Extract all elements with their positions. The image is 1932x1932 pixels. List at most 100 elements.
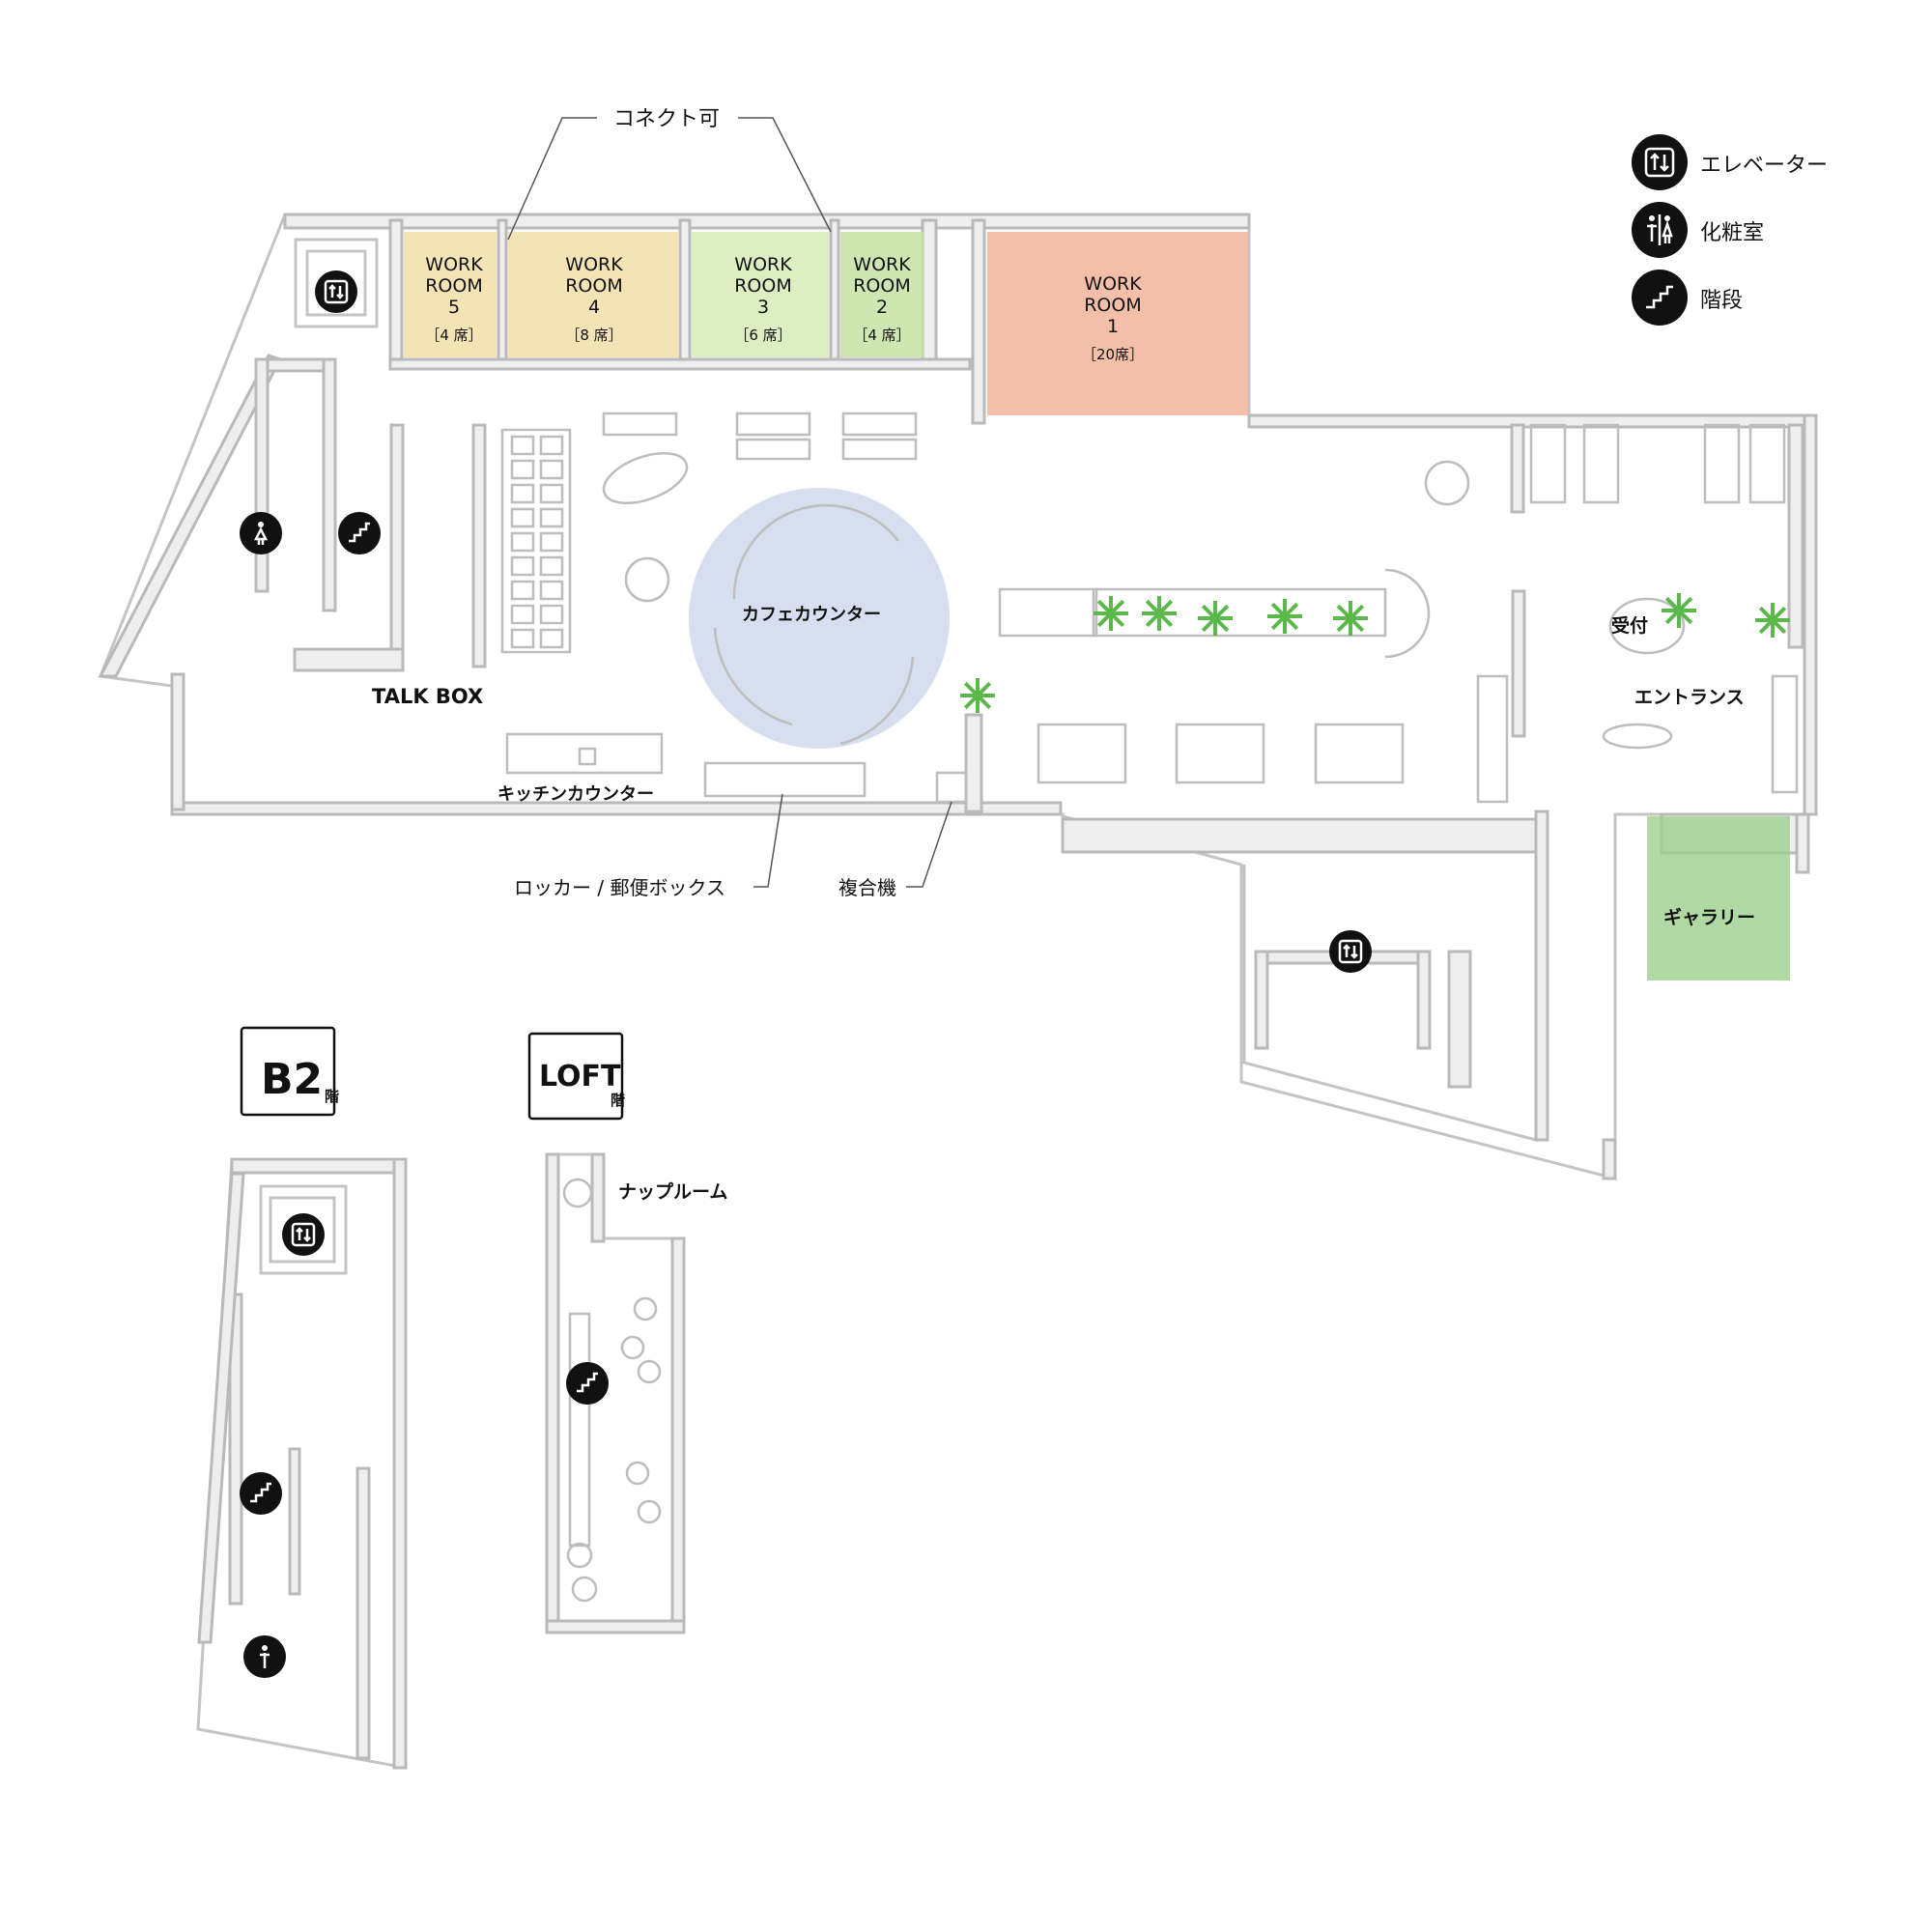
plant-leaf xyxy=(1677,596,1693,612)
plant-leaf xyxy=(1771,606,1787,622)
legend-stairs-label: 階段 xyxy=(1700,289,1743,313)
chair xyxy=(539,604,564,625)
chair xyxy=(539,435,564,456)
main-floor-walls xyxy=(98,213,1818,1180)
legend-elevator-label: エレベーター xyxy=(1700,154,1828,178)
copier-label: 複合機 xyxy=(838,876,896,899)
entrance-label: エントランス xyxy=(1634,687,1745,708)
cafe-counter-label: カフェカウンター xyxy=(742,605,881,625)
area-labels: TALK BOX カフェカウンター キッチンカウンター 受付 エントランス ギャ… xyxy=(372,605,1755,928)
plant-leaf xyxy=(1145,599,1161,615)
chair xyxy=(510,507,535,528)
work-rooms xyxy=(404,232,1248,415)
plant-leaf xyxy=(1096,599,1113,615)
chair xyxy=(510,531,535,553)
b2-elevator-icon xyxy=(282,1213,325,1256)
talk-box-label: TALK BOX xyxy=(372,685,483,708)
cafe-counter-area xyxy=(689,488,950,749)
plant-leaf xyxy=(1270,614,1287,631)
b2-floor-name: B2 xyxy=(261,1055,323,1104)
plant-leaf xyxy=(1758,618,1775,635)
b2-restroom-icon xyxy=(243,1635,286,1678)
plant-leaf xyxy=(1758,606,1775,622)
room-labels: WORK ROOM 5 ［4 席］ WORK ROOM 4 ［8 席］ WORK… xyxy=(425,254,1144,363)
plant-leaf xyxy=(976,681,992,697)
chair xyxy=(510,580,535,601)
nap-room-label: ナップルーム xyxy=(618,1180,727,1203)
connect-label: コネクト可 xyxy=(613,107,720,131)
chair xyxy=(510,555,535,577)
plant-leaf xyxy=(1664,596,1681,612)
room4-line1: WORK xyxy=(565,254,623,275)
plant-leaf xyxy=(1349,616,1365,633)
chair xyxy=(539,531,564,553)
plant-leaf xyxy=(1157,611,1174,628)
plants xyxy=(960,593,1790,713)
stairs-icon xyxy=(338,512,381,554)
room3-seats: ［6 席］ xyxy=(734,327,791,344)
room3-line2: ROOM xyxy=(734,275,792,297)
stairs-legend-icon xyxy=(1632,270,1688,326)
restroom-legend-icon xyxy=(1632,202,1688,258)
chair xyxy=(539,628,564,649)
plant-leaf xyxy=(1283,614,1299,631)
chair xyxy=(510,435,535,456)
plant-leaf xyxy=(1349,604,1365,620)
plant-leaf xyxy=(963,681,980,697)
plant-leaf xyxy=(1201,604,1217,620)
room3-number: 3 xyxy=(757,297,769,318)
plant-leaf xyxy=(963,694,980,710)
room2-line1: WORK xyxy=(853,254,911,275)
room4-line2: ROOM xyxy=(565,275,623,297)
plant-leaf xyxy=(1336,616,1352,633)
room1-line2: ROOM xyxy=(1084,295,1142,316)
locker-label: ロッカー / 郵便ボックス xyxy=(514,876,725,899)
room2-line2: ROOM xyxy=(853,275,911,297)
room1-line1: WORK xyxy=(1084,273,1142,295)
room5-line1: WORK xyxy=(425,254,483,275)
plant-leaf xyxy=(1096,611,1113,628)
plant-leaf xyxy=(1771,618,1787,635)
loft-floor-suffix: 階 xyxy=(611,1092,625,1109)
chair xyxy=(510,459,535,480)
connect-annotation: コネクト可 xyxy=(507,107,832,241)
room1-seats: ［20席］ xyxy=(1082,346,1144,363)
room5-line2: ROOM xyxy=(425,275,483,297)
chair xyxy=(539,555,564,577)
plant-leaf xyxy=(1270,602,1287,618)
elevator-icon xyxy=(315,270,357,313)
b2-floor-suffix: 階 xyxy=(325,1088,339,1105)
chair xyxy=(510,604,535,625)
plant-leaf xyxy=(1157,599,1174,615)
loft-floor-name: LOFT xyxy=(539,1060,621,1094)
plant-leaf xyxy=(1213,604,1230,620)
chair xyxy=(539,507,564,528)
plant-leaf xyxy=(1677,609,1693,625)
chair xyxy=(510,628,535,649)
room1-number: 1 xyxy=(1107,316,1119,337)
room4-seats: ［8 席］ xyxy=(565,327,622,344)
room5-seats: ［4 席］ xyxy=(425,327,482,344)
room2-number: 2 xyxy=(876,297,888,318)
gallery-area xyxy=(1647,816,1790,980)
elevator-icon-annex xyxy=(1329,930,1372,973)
elevator-legend-icon xyxy=(1632,134,1688,190)
plant-leaf xyxy=(1109,611,1125,628)
plant-leaf xyxy=(1213,616,1230,633)
plant-leaf xyxy=(976,694,992,710)
plant-leaf xyxy=(1145,611,1161,628)
gallery-label: ギャラリー xyxy=(1663,907,1755,928)
room4-number: 4 xyxy=(588,297,600,318)
room3-line1: WORK xyxy=(734,254,792,275)
restroom-icon xyxy=(240,512,282,554)
loft-stairs-icon xyxy=(566,1362,609,1405)
plant-leaf xyxy=(1664,609,1681,625)
chair xyxy=(510,483,535,504)
chair xyxy=(539,483,564,504)
chair xyxy=(539,459,564,480)
room2-seats: ［4 席］ xyxy=(853,327,910,344)
loft-floor: LOFT 階 ナップルーム xyxy=(527,1032,727,1634)
plant-leaf xyxy=(1336,604,1352,620)
plant-leaf xyxy=(1201,616,1217,633)
